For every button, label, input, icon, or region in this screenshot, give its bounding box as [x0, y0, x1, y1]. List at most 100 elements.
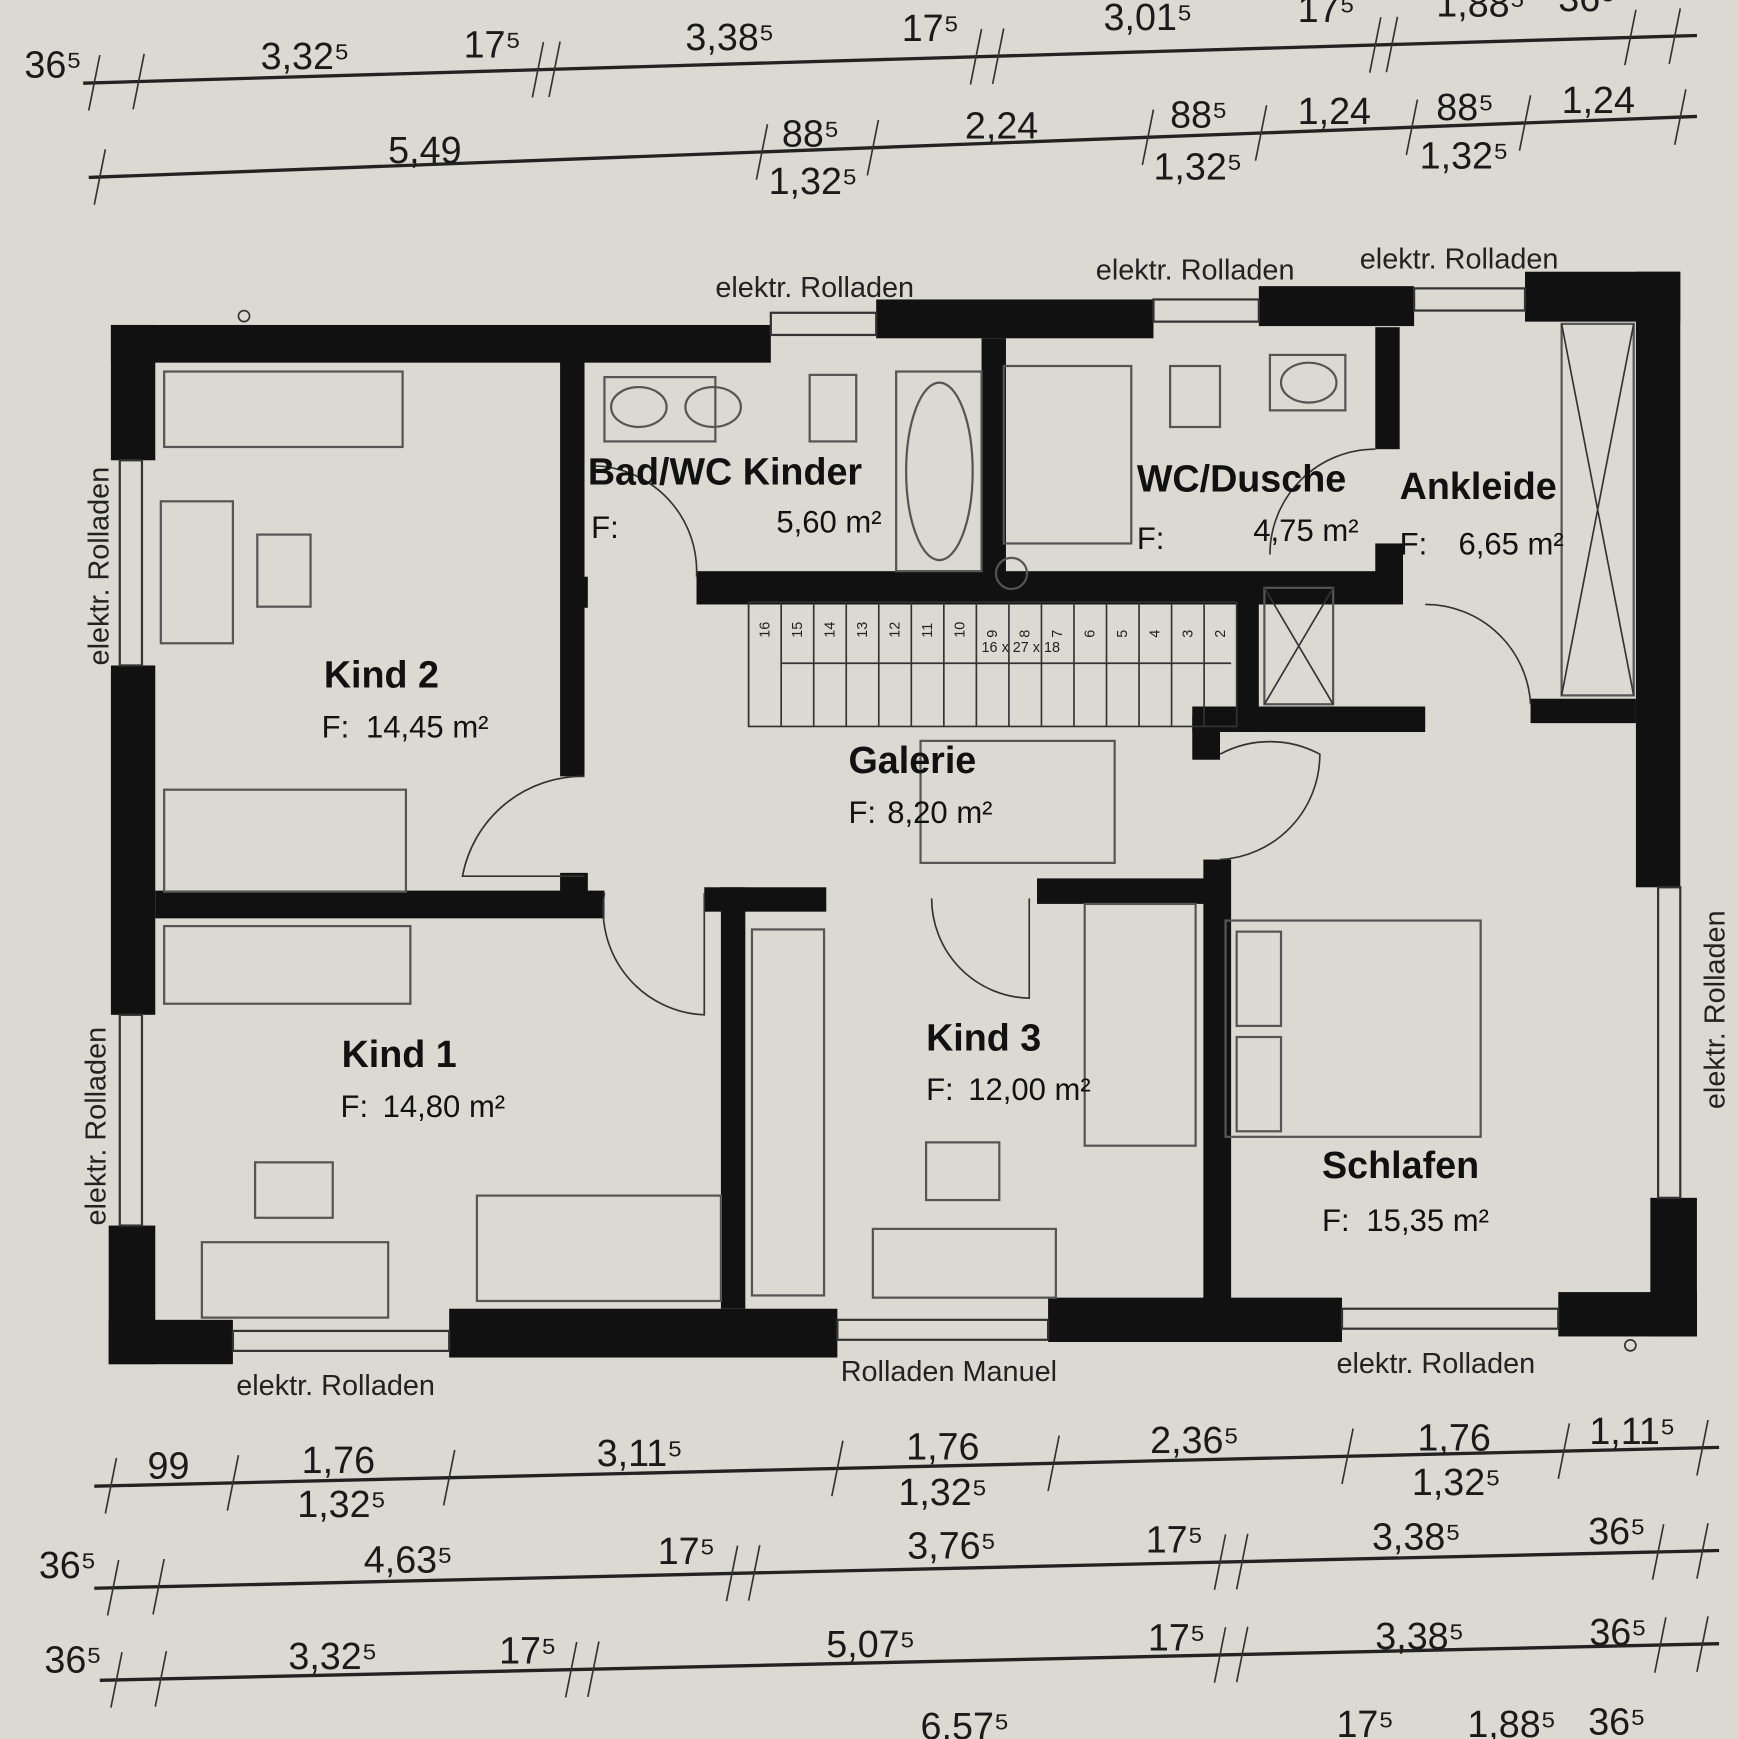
dimension-tick [226, 1454, 240, 1511]
dimension-label: 1,11⁵ [1589, 1410, 1675, 1452]
dimension-tick [1653, 1617, 1667, 1673]
furniture-item [871, 1227, 1057, 1299]
dimension-line [99, 1642, 1720, 1682]
furniture-item [163, 370, 404, 449]
dimension-label: 1,32⁵ [1420, 135, 1509, 177]
dimension-label: 5,49 [388, 129, 461, 171]
dimension-label: 3,38⁵ [685, 16, 774, 58]
dimension-tick [1047, 1435, 1061, 1492]
dimension-tick [154, 1651, 168, 1707]
wall [1203, 859, 1232, 1304]
dimension-tick [442, 1449, 456, 1506]
dimension-tick [152, 1558, 165, 1615]
stair-step-number: 8 [1018, 630, 1034, 638]
dimension-label: 1,76 [906, 1426, 979, 1468]
dimension-label: 88⁵ [782, 112, 840, 154]
room-name: Ankleide [1400, 465, 1557, 507]
dimension-tick [969, 28, 983, 85]
dimension-label: 17⁵ [464, 24, 522, 66]
door-swing [1425, 603, 1532, 705]
marker [1623, 1338, 1637, 1352]
wall [720, 887, 746, 1309]
dimension-label: 36⁵ [1558, 0, 1616, 19]
dimension-label: 1,76 [1417, 1417, 1490, 1459]
dimension-tick [132, 53, 145, 110]
dimension-tick [106, 1559, 120, 1616]
stair-step-number: 10 [953, 622, 969, 638]
shutter-label: elektr. Rolladen [236, 1370, 435, 1402]
dimension-tick [1254, 105, 1268, 161]
furniture-item [603, 375, 717, 443]
furniture-item [256, 533, 312, 608]
door-swing [930, 898, 1031, 1000]
dimension-tick [1235, 1626, 1249, 1683]
door-swing [1269, 448, 1376, 555]
furniture-item [1224, 919, 1482, 1138]
dimension-label: 17⁵ [1146, 1519, 1204, 1561]
wall [110, 665, 156, 1015]
dimension-line [88, 114, 1697, 180]
wardrobe-cross [1263, 323, 1635, 705]
dimension-line [83, 33, 1697, 85]
dimension-tick [1385, 16, 1399, 73]
window [1152, 298, 1260, 323]
dimension-label: 1,88⁵ [1467, 1703, 1556, 1739]
wall [876, 299, 1154, 339]
window [118, 459, 144, 667]
wall [560, 360, 585, 777]
furniture-item [1263, 586, 1335, 706]
room-area: 14,45 m² [366, 710, 489, 745]
dimension-line [94, 1445, 1720, 1488]
room-area: 6,65 m² [1458, 527, 1563, 562]
wall [1048, 1297, 1343, 1343]
dimension-tick [747, 1545, 761, 1601]
dimension-tick [725, 1545, 739, 1602]
dimension-label: 17⁵ [1298, 0, 1356, 30]
stair-step-number: 16 [757, 622, 773, 638]
dimension-tick [755, 124, 769, 180]
wall [110, 324, 771, 363]
chimney [994, 556, 1029, 591]
dimension-tick [1141, 109, 1155, 166]
dimension-tick [1696, 1419, 1709, 1476]
shutter-label: elektr. Rolladen [1096, 254, 1295, 286]
furniture-item [159, 500, 235, 645]
window [1340, 1307, 1560, 1330]
furniture-item [750, 928, 826, 1297]
dimension-label: 3,38⁵ [1372, 1515, 1461, 1557]
dimension-label: 2,24 [965, 105, 1038, 147]
dimension-label: 1,32⁵ [769, 160, 858, 202]
room-area-prefix: F: [591, 510, 619, 545]
dimension-label: 5,07⁵ [826, 1623, 915, 1665]
room-name: WC/Dusche [1137, 457, 1346, 499]
dimension-label: 6,57⁵ [921, 1705, 1010, 1739]
dimension-tick [831, 1440, 844, 1497]
room-area-prefix: F: [322, 710, 350, 745]
dimension-label: 3,76⁵ [907, 1524, 996, 1566]
stair-step-number: 11 [920, 623, 936, 638]
dimension-label: 1,24 [1298, 90, 1371, 132]
dimension-label: 36⁵ [44, 1639, 102, 1681]
dimension-tick [1673, 89, 1687, 145]
stair-step-number: 6 [1083, 630, 1099, 638]
wall [110, 324, 156, 461]
dimension-tick [1651, 1524, 1665, 1580]
stair-step-number: 13 [855, 622, 871, 638]
stair-step-number: 4 [1148, 630, 1164, 638]
dimension-lines: 36⁵ 3,32⁵ 17⁵ 3,38⁵ 17⁵ 3,01⁵ 17⁵ 1,88⁵ 36⁵ 5,49 8… [24, 0, 1720, 1739]
dimension-label: 3,01⁵ [1104, 0, 1193, 38]
wall [1236, 587, 1259, 733]
furniture-item [1083, 902, 1197, 1147]
dimension-label: 17⁵ [1148, 1616, 1206, 1658]
wall [1635, 271, 1681, 888]
shutter-label: elektr. Rolladen [1700, 910, 1732, 1109]
dimension-label: 88⁵ [1436, 86, 1494, 128]
furniture-item [919, 739, 1116, 864]
dimension-label: 1,32⁵ [297, 1483, 386, 1525]
dimension-tick [587, 1641, 600, 1698]
dimension-tick [1696, 1523, 1709, 1579]
dimension-label: 3,32⁵ [261, 35, 350, 77]
sink [684, 385, 742, 429]
